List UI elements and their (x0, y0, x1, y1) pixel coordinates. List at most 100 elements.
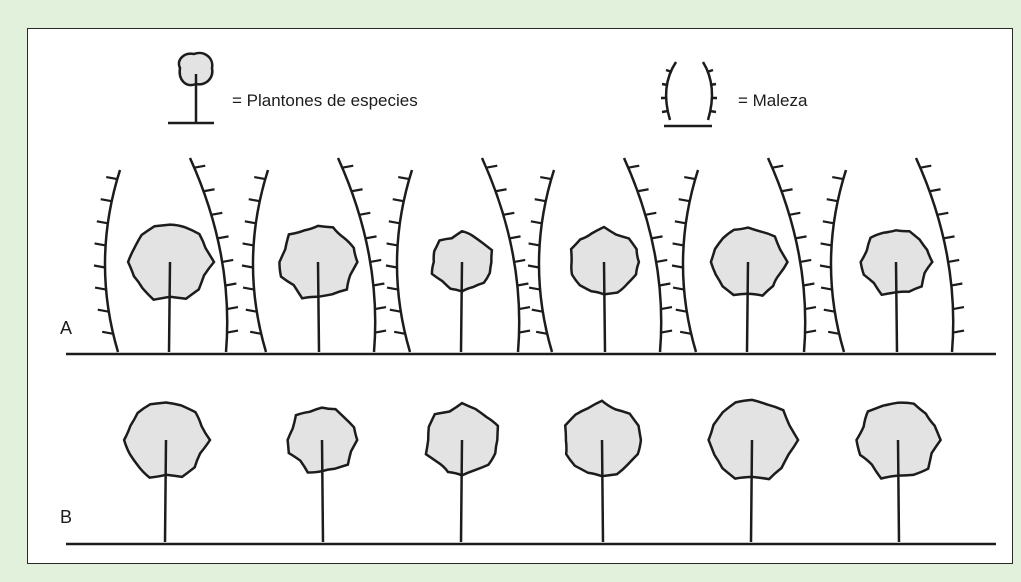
weed-tick (503, 213, 514, 215)
weed-tick (486, 166, 497, 168)
weed-tick (951, 283, 962, 285)
weed-icon (661, 62, 717, 126)
seedling-stem (165, 440, 166, 542)
weed-tick (386, 266, 397, 268)
weed-tick (249, 199, 260, 201)
weed-tick (496, 189, 507, 191)
weed-tick (218, 236, 229, 238)
weed-tick (106, 177, 117, 179)
seedling (861, 230, 933, 352)
weed-tick (510, 236, 521, 238)
weed-tick (953, 307, 964, 309)
weed-tick (398, 177, 409, 179)
weed-tick (638, 189, 649, 191)
weed-tick (95, 243, 106, 245)
weed-tick (246, 310, 257, 312)
weed-stalk (386, 170, 412, 352)
seedling (711, 228, 788, 352)
weed-tick (94, 266, 105, 268)
weed-tick (805, 331, 816, 333)
row-a-with-weeds (94, 158, 964, 352)
weed-tick (673, 243, 684, 245)
weed-tick (514, 260, 525, 262)
weed-tick (656, 260, 667, 262)
seedling-legend-label: = Plantones de especies (232, 91, 418, 110)
weed-tick (366, 236, 377, 238)
seedling (279, 226, 357, 352)
weed-tick (661, 307, 672, 309)
seedling-stem (169, 262, 170, 352)
seedling (426, 403, 498, 542)
seedling-stem (461, 440, 462, 542)
weed-tick (672, 266, 683, 268)
weed-tick (540, 177, 551, 179)
weed-stalk (672, 170, 698, 352)
weed-tick (645, 213, 656, 215)
weed-tick (254, 177, 265, 179)
seedling (565, 401, 641, 542)
seedling-stem (751, 440, 752, 542)
seedling-stem (896, 262, 897, 352)
weed-tick (821, 243, 832, 245)
weed-tick (796, 236, 807, 238)
weed-tick (652, 236, 663, 238)
seedling-stem (898, 440, 899, 542)
weed-tick (519, 307, 530, 309)
seedling (571, 227, 639, 352)
seedling-stem (604, 262, 605, 352)
weed-tick (930, 189, 941, 191)
seedling-stem (461, 262, 462, 352)
weed-tick (528, 266, 539, 268)
weed-tick (535, 199, 546, 201)
weed-tick (531, 221, 542, 223)
weed-stalk (242, 170, 268, 352)
weed-tick (628, 166, 639, 168)
weed-tick (375, 307, 386, 309)
weed-stalk (820, 170, 846, 352)
weed-tick (953, 331, 964, 333)
weed-stalk (94, 170, 120, 352)
weed-tick (245, 221, 256, 223)
weed-legend-label: = Maleza (738, 91, 808, 110)
seedling (128, 225, 214, 352)
weed-tick (375, 331, 386, 333)
seedling (857, 403, 941, 542)
weed-tick (227, 307, 238, 309)
weed-tick (805, 307, 816, 309)
weed-tick (342, 166, 353, 168)
weed-tick (517, 283, 528, 285)
weed-tick (359, 213, 370, 215)
weed-tick (352, 189, 363, 191)
weed-tick (800, 260, 811, 262)
seedling-stem (747, 262, 748, 352)
weed-tick (222, 260, 233, 262)
seedling-icon (168, 53, 214, 123)
weed-tick (393, 199, 404, 201)
weed-tick (225, 283, 236, 285)
weed-tick (204, 189, 215, 191)
weed-tick (243, 288, 254, 290)
row-a-label: A (60, 318, 72, 338)
weed-tick (661, 331, 672, 333)
weed-tick (242, 266, 253, 268)
weed-tick (821, 288, 832, 290)
weed-stalk (528, 170, 554, 352)
weed-tick (832, 177, 843, 179)
weed-tick (227, 331, 238, 333)
weed-tick (95, 288, 106, 290)
weed-tick (920, 166, 931, 168)
seedling-crown (711, 228, 788, 296)
weed-tick (529, 288, 540, 290)
seedling-stem (602, 440, 603, 542)
weed-tick (944, 236, 955, 238)
weed-tick (676, 310, 687, 312)
weed-tick (98, 310, 109, 312)
legend: = Plantones de especies = Maleza (168, 53, 808, 126)
weed-tick (824, 310, 835, 312)
weed-tick (101, 199, 112, 201)
weed-tick (243, 243, 254, 245)
weed-tick (827, 199, 838, 201)
weed-tick (823, 221, 834, 223)
weed-tick (390, 310, 401, 312)
weed-tick (373, 283, 384, 285)
